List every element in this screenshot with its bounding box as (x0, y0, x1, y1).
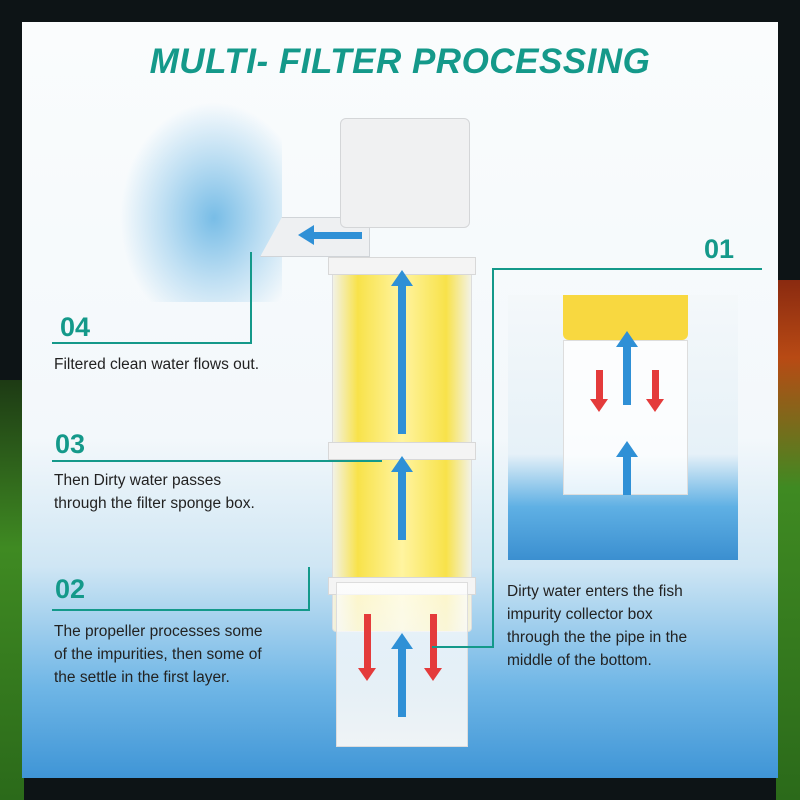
pump-motor-head (340, 118, 470, 228)
water-splash-image (112, 92, 282, 302)
connector-line (52, 460, 382, 462)
flow-up-arrow-icon (616, 331, 638, 405)
flow-up-arrow-icon (391, 456, 413, 540)
flow-down-arrow-icon (646, 370, 664, 412)
flow-down-arrow-icon (358, 614, 376, 681)
flow-down-arrow-icon (590, 370, 608, 412)
aquarium-plants-left (0, 380, 24, 800)
bottom-intake-closeup (508, 295, 738, 560)
flow-up-arrow-icon (391, 633, 413, 717)
connector-line (492, 268, 494, 648)
connector-line (52, 609, 310, 611)
flow-up-arrow-icon (616, 441, 638, 495)
connector-line (52, 342, 252, 344)
step-number-03: 03 (55, 429, 86, 459)
connector-line (432, 646, 494, 648)
page-title: MULTI- FILTER PROCESSING (149, 42, 651, 81)
connector-line (308, 567, 310, 611)
aquarium-plants-right (776, 280, 800, 800)
outflow-arrow-icon (298, 225, 362, 245)
connector-line (250, 252, 252, 344)
step-number-04: 04 (60, 312, 91, 342)
step-number-01: 01 (704, 234, 735, 264)
flow-up-arrow-icon (391, 270, 413, 434)
connector-line (492, 268, 762, 270)
flow-down-arrow-icon (424, 614, 442, 681)
infographic-panel: MULTI- FILTER PROCESSING 04 Filtered cle… (22, 22, 778, 778)
step-number-02: 02 (55, 574, 86, 604)
step-04-description: Filtered clean water flows out. (54, 356, 260, 373)
